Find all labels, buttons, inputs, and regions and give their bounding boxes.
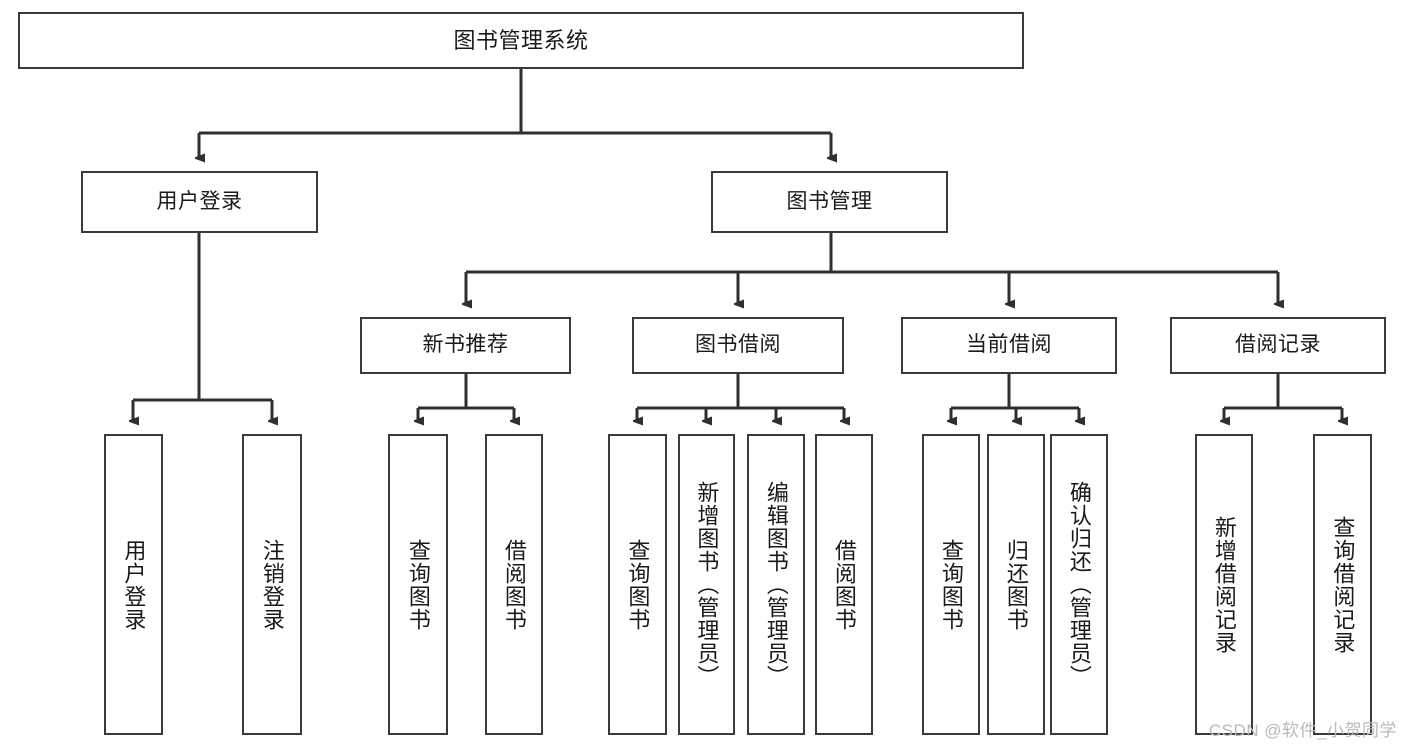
node-root-label: 图书管理系统 bbox=[453, 27, 589, 53]
node-leaf-confirm-return-label: 确认归还（管理员） bbox=[1066, 481, 1092, 688]
edges-current-borrow bbox=[951, 374, 1079, 421]
node-leaf-query-book-2-label: 查询图书 bbox=[625, 538, 651, 631]
node-book-borrow[interactable]: 图书借阅 bbox=[632, 317, 844, 374]
node-new-book-recommend[interactable]: 新书推荐 bbox=[360, 317, 571, 374]
node-leaf-return-book[interactable]: 归还图书 bbox=[987, 434, 1045, 735]
node-leaf-query-book-3-label: 查询图书 bbox=[938, 538, 964, 631]
edges-borrow-record bbox=[1224, 374, 1342, 421]
node-borrow-record[interactable]: 借阅记录 bbox=[1170, 317, 1386, 374]
node-leaf-confirm-return[interactable]: 确认归还（管理员） bbox=[1050, 434, 1108, 735]
edges-book-borrow bbox=[637, 374, 844, 421]
node-user-login-label: 用户登录 bbox=[156, 189, 243, 213]
node-leaf-user-login-label: 用户登录 bbox=[121, 538, 147, 631]
node-leaf-add-record-label: 新增借阅记录 bbox=[1211, 515, 1237, 654]
node-book-manage-label: 图书管理 bbox=[786, 189, 873, 213]
node-borrow-record-label: 借阅记录 bbox=[1235, 333, 1321, 357]
node-leaf-query-record-label: 查询借阅记录 bbox=[1330, 515, 1356, 654]
node-leaf-edit-book[interactable]: 编辑图书（管理员） bbox=[747, 434, 805, 735]
node-leaf-user-logout[interactable]: 注销登录 bbox=[242, 434, 302, 735]
edges-root bbox=[199, 69, 831, 158]
node-leaf-add-book-label: 新增图书（管理员） bbox=[694, 481, 720, 688]
node-new-book-recommend-label: 新书推荐 bbox=[422, 333, 509, 357]
edges-new-book-recommend bbox=[418, 374, 514, 421]
node-leaf-add-record[interactable]: 新增借阅记录 bbox=[1195, 434, 1253, 735]
edges-book-manage bbox=[466, 233, 1278, 304]
node-leaf-query-book-3[interactable]: 查询图书 bbox=[922, 434, 980, 735]
node-leaf-query-book-2[interactable]: 查询图书 bbox=[608, 434, 667, 735]
node-leaf-add-book[interactable]: 新增图书（管理员） bbox=[678, 434, 735, 735]
node-leaf-query-book-1[interactable]: 查询图书 bbox=[388, 434, 448, 735]
node-leaf-query-record[interactable]: 查询借阅记录 bbox=[1313, 434, 1372, 735]
node-leaf-borrow-book-1-label: 借阅图书 bbox=[501, 538, 527, 631]
node-leaf-borrow-book-2-label: 借阅图书 bbox=[831, 538, 857, 631]
node-book-manage[interactable]: 图书管理 bbox=[711, 171, 948, 233]
node-leaf-user-logout-label: 注销登录 bbox=[259, 538, 285, 631]
node-current-borrow-label: 当前借阅 bbox=[966, 333, 1052, 357]
node-current-borrow[interactable]: 当前借阅 bbox=[901, 317, 1117, 374]
node-leaf-user-login[interactable]: 用户登录 bbox=[104, 434, 163, 735]
node-leaf-edit-book-label: 编辑图书（管理员） bbox=[763, 481, 789, 688]
edges-user-login bbox=[133, 233, 272, 421]
node-leaf-query-book-1-label: 查询图书 bbox=[405, 538, 431, 631]
node-leaf-borrow-book-1[interactable]: 借阅图书 bbox=[485, 434, 543, 735]
node-root[interactable]: 图书管理系统 bbox=[18, 12, 1024, 69]
csdn-watermark: CSDN @软件_小贺同学 bbox=[1208, 721, 1397, 740]
node-leaf-return-book-label: 归还图书 bbox=[1003, 538, 1029, 631]
node-leaf-borrow-book-2[interactable]: 借阅图书 bbox=[815, 434, 873, 735]
node-book-borrow-label: 图书借阅 bbox=[695, 333, 781, 357]
node-user-login[interactable]: 用户登录 bbox=[81, 171, 318, 233]
